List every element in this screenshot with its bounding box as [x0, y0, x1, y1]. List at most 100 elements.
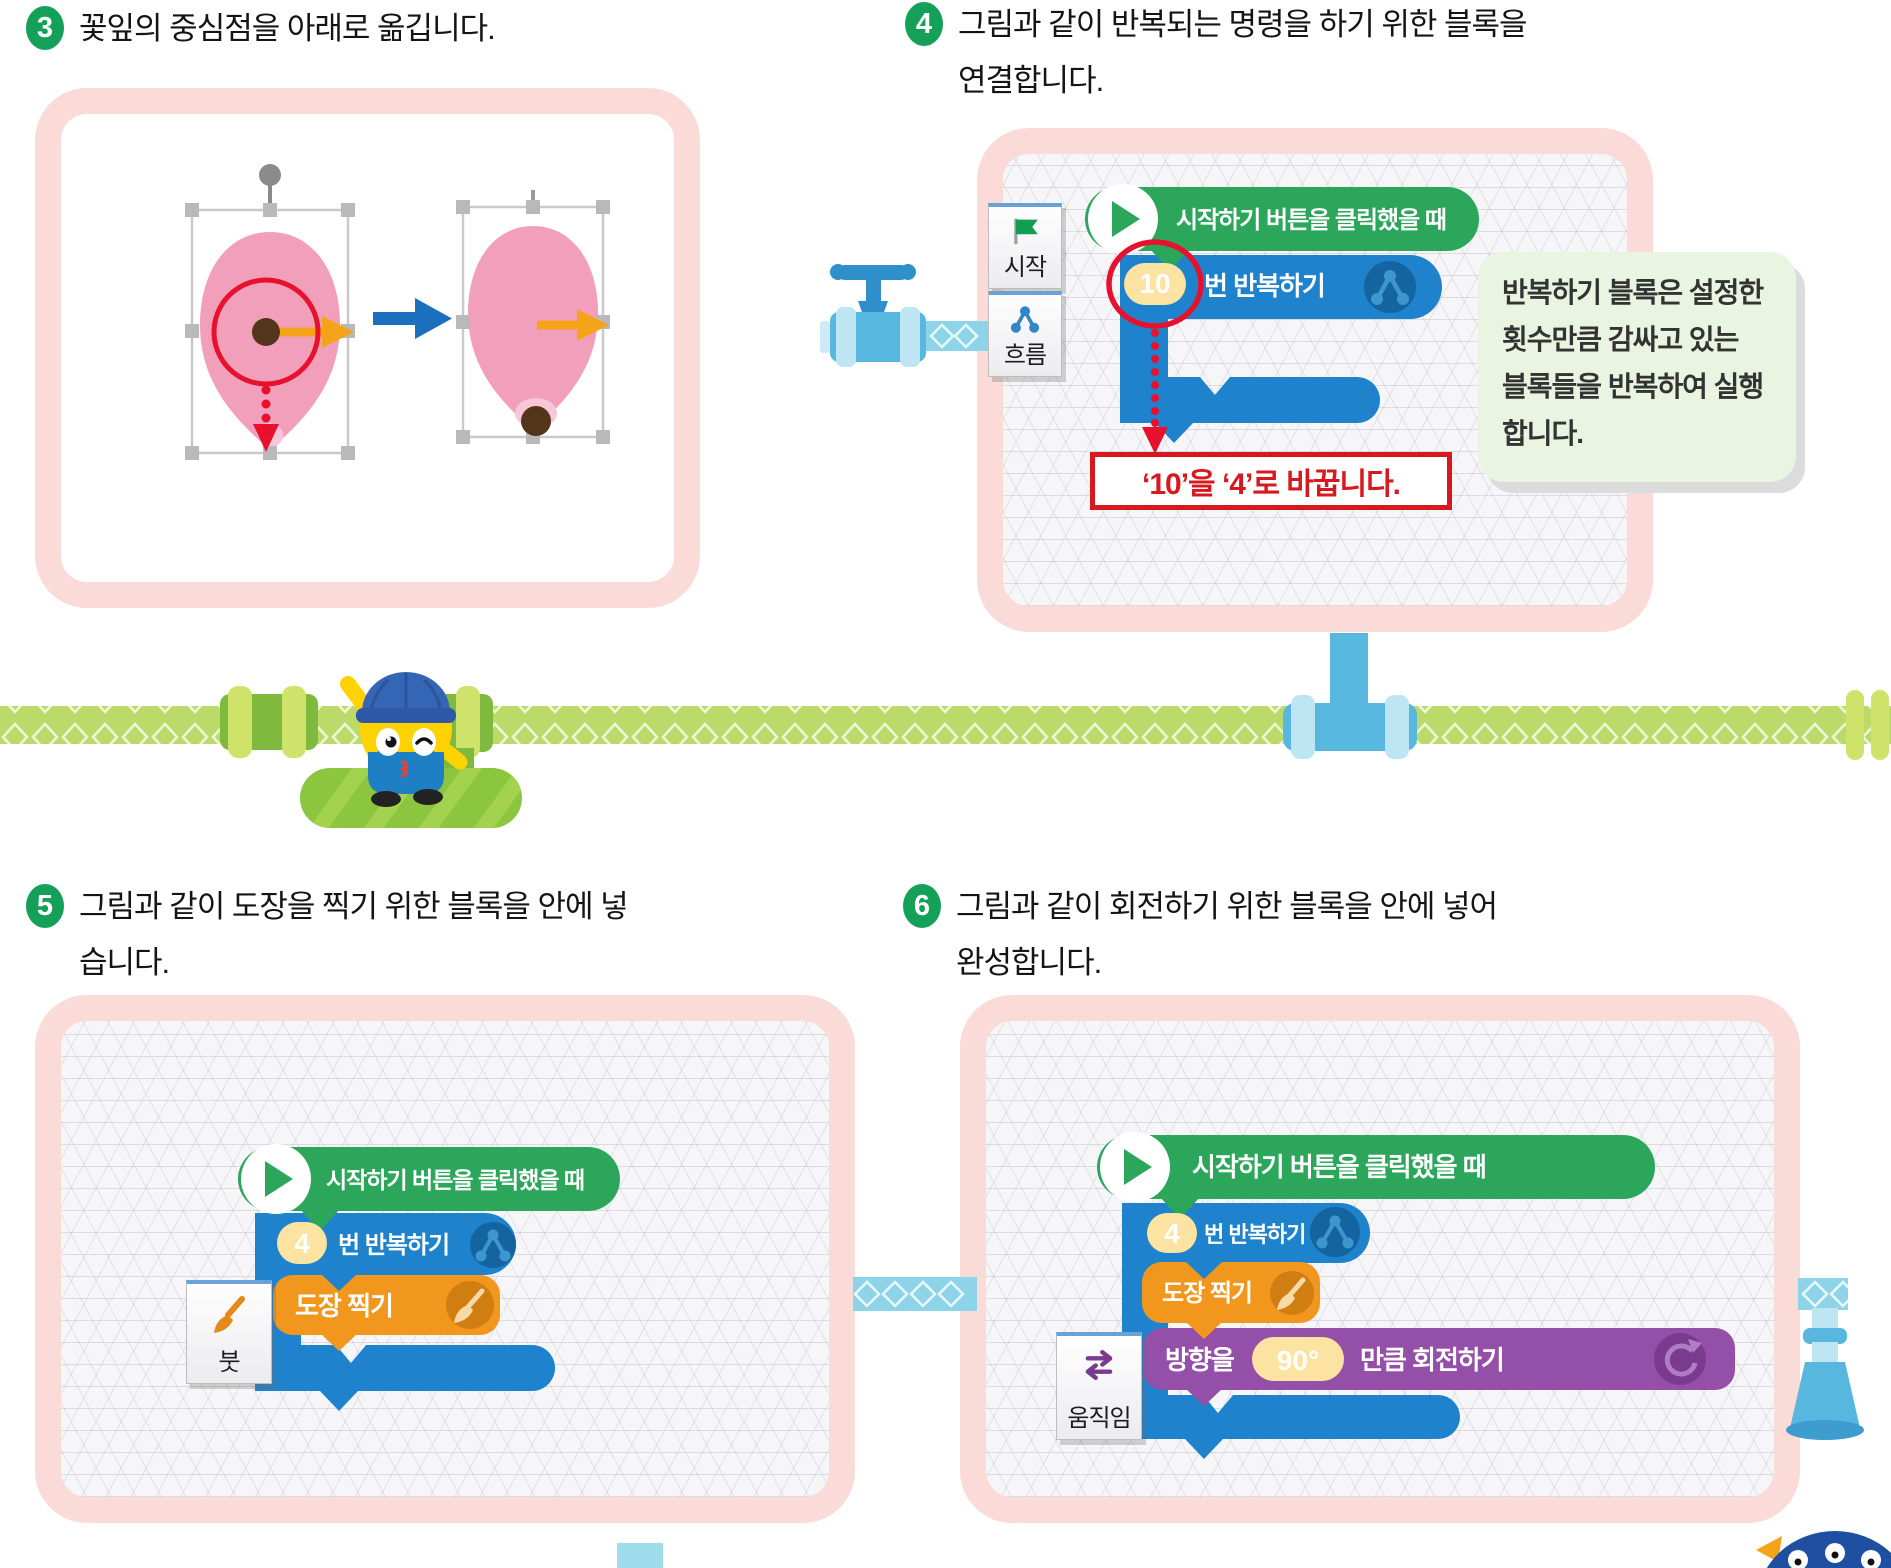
repeat-count-input[interactable]: 10: [1124, 263, 1186, 305]
move-arrows-icon: [1085, 1350, 1113, 1380]
step-4-badge: 4: [905, 2, 943, 46]
flow-icon: [1010, 306, 1040, 333]
repeat-block-label: 번 반복하기: [1204, 271, 1325, 301]
step-3-badge: 3: [26, 6, 64, 50]
pipe-ring: [1871, 690, 1889, 760]
step-5-title-line1: 그림과 같이 도장을 찍기 위한 블록을 안에 넣: [79, 889, 629, 924]
step-5-title-line2: 습니다.: [79, 945, 170, 980]
rotate-anchor-dot[interactable]: [259, 164, 281, 186]
center-axis-arrow-head: [577, 309, 609, 341]
bubble-line1: 반복하기 블록은 설정한: [1502, 277, 1764, 308]
selection-handles[interactable]: [185, 203, 355, 460]
step-6-title: 그림과 같이 회전하기 위한 블록을 안에 넣어 완성합니다.: [956, 884, 1498, 986]
petal-after-group: [456, 190, 610, 444]
repeat-block-label: 번 반복하기: [1204, 1222, 1305, 1247]
palette-tile-brush[interactable]: 붓: [186, 1280, 272, 1384]
mascot-character: [340, 672, 468, 807]
repeat-count-input[interactable]: 4: [1147, 1213, 1197, 1253]
pipe-ring: [1846, 690, 1864, 760]
flow-block-icon: [1310, 1207, 1360, 1257]
rotate-suffix-label: 만큼 회전하기: [1360, 1345, 1504, 1375]
palette-tile-move[interactable]: 움직임: [1056, 1332, 1142, 1440]
move-down-dotted-arrow: [253, 385, 279, 452]
center-point-dot-moved[interactable]: [521, 406, 551, 436]
petal-before-group: [185, 164, 355, 460]
step-6-script: 시작하기 버튼을 클릭했을 때 도장 찍기 방향을 90° 만큼 회전하기: [1097, 1132, 1735, 1459]
repeat-count-value: 10: [1139, 268, 1170, 299]
step-4-title-line1: 그림과 같이 반복되는 명령을 하기 위한 블록을: [958, 7, 1528, 42]
bubble-line3: 블록들을 반복하여 실행: [1502, 371, 1764, 402]
step-5-script: 시작하기 버튼을 클릭했을 때 도장 찍기 4 번 반복하기: [238, 1144, 620, 1411]
flow-block-icon: [470, 1222, 516, 1268]
t-pipe-connector: [1283, 633, 1417, 759]
petal-center-point-illustration: [185, 164, 610, 460]
step-6-header: 6 그림과 같이 회전하기 위한 블록을 안에 넣어 완성합니다.: [903, 884, 1803, 986]
rotate-icon: [1654, 1333, 1706, 1385]
stamp-block-label: 도장 찍기: [295, 1291, 393, 1321]
palette-brush-label: 붓: [218, 1349, 240, 1376]
step-4-script: 시작하기 버튼을 클릭했을 때 10 번 반복하기: [1085, 184, 1479, 454]
step-5-header: 5 그림과 같이 도장을 찍기 위한 블록을 안에 넣 습니다.: [26, 884, 846, 986]
stamp-block[interactable]: 도장 찍기: [1142, 1262, 1320, 1323]
bubble-line4: 합니다.: [1502, 418, 1584, 449]
brush-icon: [214, 1296, 245, 1333]
start-block[interactable]: 시작하기 버튼을 클릭했을 때: [1097, 1132, 1655, 1219]
stamp-brush-icon: [446, 1281, 494, 1329]
step-6-panel: [960, 995, 1800, 1523]
pipe-worker-decoration: [220, 672, 522, 828]
petal-shape[interactable]: [468, 226, 598, 430]
stamp-block[interactable]: 도장 찍기: [273, 1275, 500, 1335]
step-5-title: 그림과 같이 도장을 찍기 위한 블록을 안에 넣 습니다.: [79, 884, 629, 986]
repeat-count-input[interactable]: 4: [277, 1222, 327, 1264]
mascot-mouth: [399, 760, 409, 778]
flow-block-icon: [1364, 261, 1416, 313]
pipe-stub: [617, 1543, 663, 1568]
palette-move-label: 움직임: [1067, 1405, 1131, 1432]
repeat-count-value: 4: [294, 1228, 310, 1259]
change-value-note: ‘10’을 ‘4’로 바꿉니다.: [1090, 452, 1452, 510]
step-6-title-line1: 그림과 같이 회전하기 위한 블록을 안에 넣어: [956, 889, 1498, 924]
change-value-dotted-arrow: [1142, 329, 1168, 454]
palette-tile-flow[interactable]: 흐름: [988, 291, 1062, 377]
red-highlight-circle: [211, 277, 321, 387]
center-point-dot[interactable]: [252, 318, 280, 346]
step-5-badge: 5: [26, 884, 64, 928]
palette-flow-label: 흐름: [1003, 342, 1047, 369]
step-4-header: 4 그림과 같이 반복되는 명령을 하기 위한 블록을 연결합니다.: [905, 2, 1865, 104]
flag-icon: [1014, 218, 1038, 245]
step-4-title-line2: 연결합니다.: [958, 63, 1104, 98]
step-6-badge: 6: [903, 884, 941, 928]
pipe-connector-horizontal: [853, 1277, 977, 1311]
pipe-coupling: [220, 686, 318, 758]
rotate-prefix-label: 방향을: [1165, 1345, 1234, 1375]
step-6-title-line2: 완성합니다.: [956, 945, 1102, 980]
start-block[interactable]: 시작하기 버튼을 클릭했을 때: [238, 1144, 620, 1231]
winking-eye: [415, 737, 433, 745]
repeat-block-label: 번 반복하기: [338, 1232, 449, 1259]
center-axis-arrow-head: [322, 316, 354, 348]
palette-start-label: 시작: [1003, 254, 1047, 281]
stamp-block-label: 도장 찍기: [1162, 1280, 1252, 1307]
rotate-block[interactable]: 방향을 90° 만큼 회전하기: [1143, 1328, 1735, 1390]
repeat-tip-bubble: 반복하기 블록은 설정한 횟수만큼 감싸고 있는 블록들을 반복하여 실행 합니…: [1478, 252, 1796, 482]
bubble-line2: 횟수만큼 감싸고 있는: [1502, 324, 1739, 355]
step-4-title: 그림과 같이 반복되는 명령을 하기 위한 블록을 연결합니다.: [958, 2, 1528, 104]
red-highlight-circle: [1106, 239, 1204, 329]
funnel-pipe: [1786, 1278, 1864, 1440]
start-block-label: 시작하기 버튼을 클릭했을 때: [1192, 1152, 1486, 1182]
step-3-title: 꽃잎의 중심점을 아래로 옮깁니다.: [79, 11, 496, 46]
repeat-block-tab: [320, 1273, 358, 1291]
rotate-angle-input[interactable]: 90°: [1252, 1337, 1344, 1381]
rotate-angle-value: 90°: [1277, 1345, 1319, 1376]
faucet-valve-icon: [820, 264, 990, 367]
start-block-label: 시작하기 버튼을 클릭했을 때: [1176, 207, 1446, 234]
stamp-block-tab: [320, 1333, 358, 1351]
palette-tile-start[interactable]: 시작: [988, 203, 1062, 289]
start-block[interactable]: 시작하기 버튼을 클릭했을 때: [1085, 184, 1479, 271]
stamp-brush-icon: [1270, 1271, 1314, 1315]
corner-mascot-logo: [1756, 1531, 1891, 1568]
start-block-label: 시작하기 버튼을 클릭했을 때: [326, 1167, 584, 1193]
repeat-count-value: 4: [1164, 1218, 1180, 1249]
step-3-header: 3 꽃잎의 중심점을 아래로 옮깁니다.: [26, 6, 786, 52]
